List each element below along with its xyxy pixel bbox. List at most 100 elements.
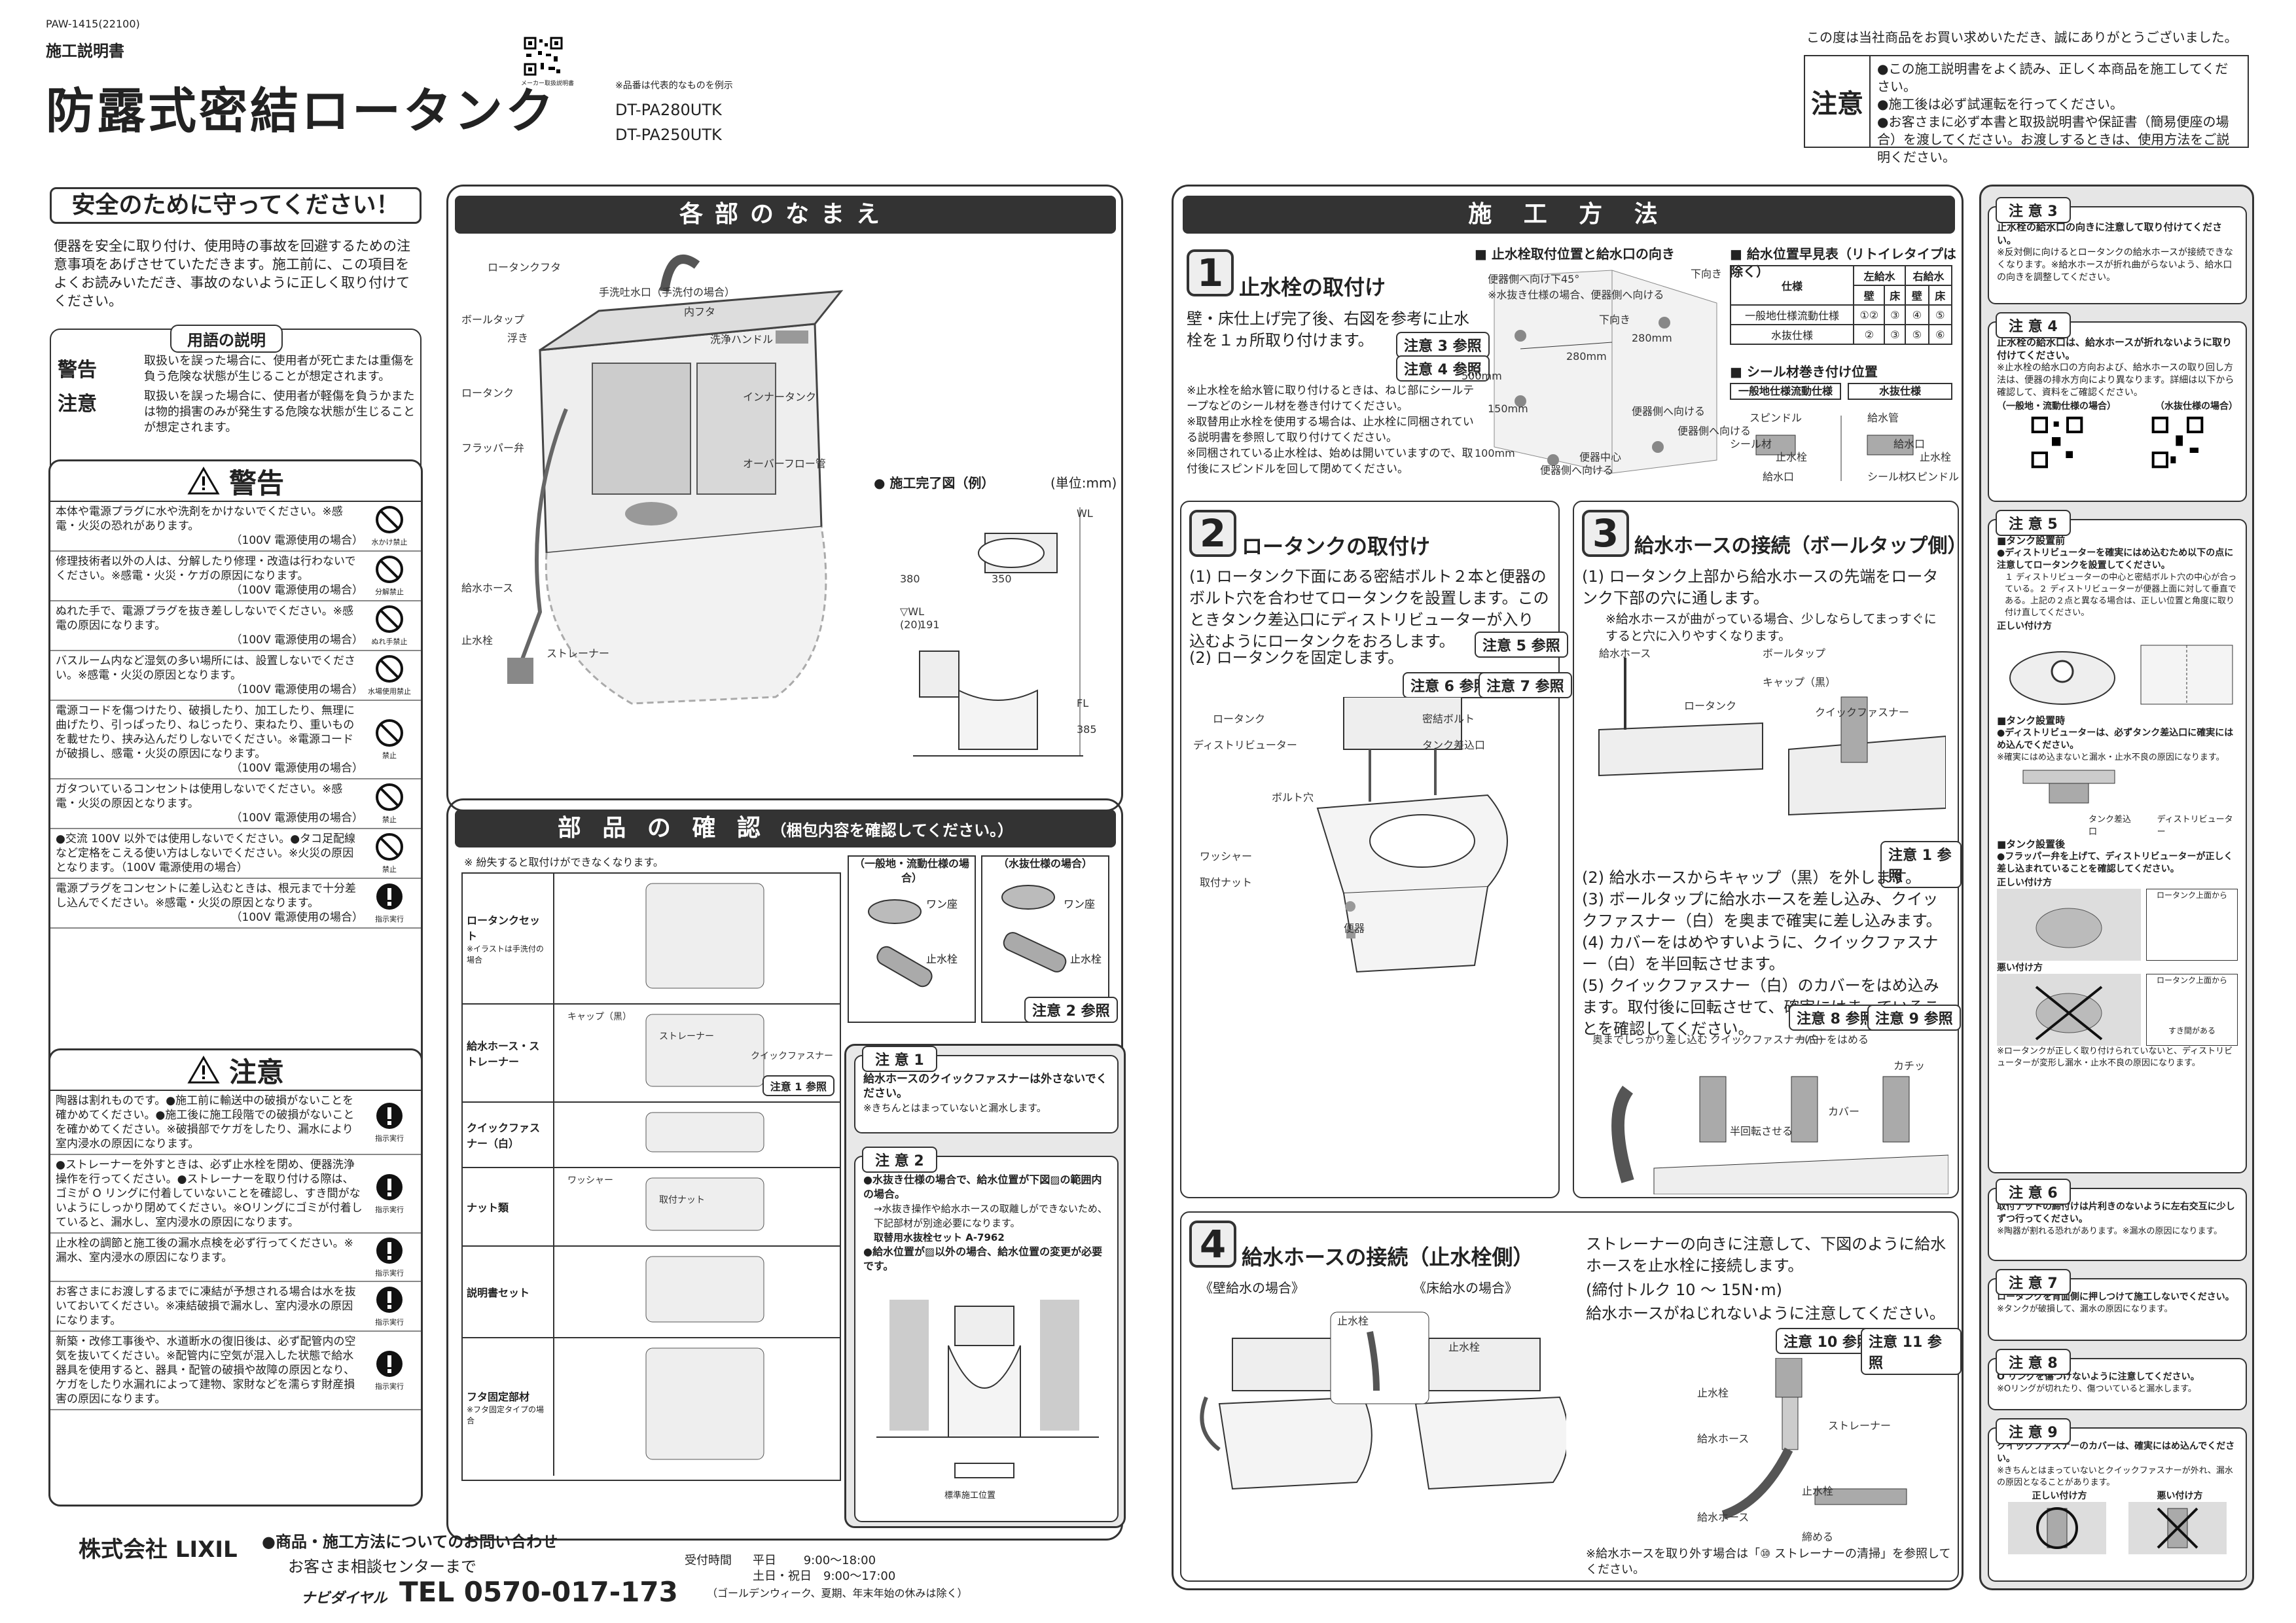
note-6-text: ※陶器が割れる恐れがあります。※漏水の原因になります。 (1997, 1226, 2223, 1236)
ref-note-5[interactable]: 注意 5 参照 (1475, 632, 1568, 658)
note-7-title: 注 意 7 (1996, 1269, 2071, 1295)
correct-install-photo (1997, 889, 2141, 961)
note-2-box: 注 意 2 ●水抜き仕様の場合で、給水位置が下図▨の範囲内の場合。 →水抜き操作… (854, 1147, 1119, 1522)
diagram-label: 手洗吐水口（手洗付の場合） (599, 286, 736, 298)
diagram-label: 下向き (1599, 313, 1631, 326)
qr-caption: メーカー取扱説明書 (521, 80, 575, 87)
diagram-label: 便器中心 (1579, 451, 1622, 463)
safety-title: 安全のために守ってください！ (50, 187, 422, 224)
navi-dial-label: ナビダイヤル (301, 1590, 387, 1607)
safety-intro: 便器を安全に取り付け、使用時の事故を回避するための注意事項をあげさせていただきま… (54, 238, 410, 309)
quick-fastener-illustration (1611, 1076, 1948, 1194)
caution-text: 新築・改修工事後や、水道断水の復旧後は、必ず配管内の空気を抜いてください。※配管… (56, 1335, 356, 1406)
note-3-bold: 止水栓の給水口の向きに注意して取り付けてください。 (1997, 221, 2223, 246)
parts-label: ワッシャー (567, 1175, 613, 1186)
diagram-label: 500mm (1462, 370, 1502, 382)
distributor-insert-drawing (2022, 770, 2115, 804)
step-4-floor: 《床給水の場合》 (1413, 1280, 1518, 1296)
note-3-box: 注 意 3 止水栓の給水口の向きに注意して取り付けてください。 ※反対側に向ける… (1988, 197, 2247, 304)
ref-note-8[interactable]: 注意 8 参照 (1789, 1005, 1882, 1031)
warning-note: （100V 電源使用の場合） (230, 584, 363, 597)
contact-heading: ●商品・施工方法についてのお問い合わせ (262, 1533, 558, 1551)
step-3-number: 3 (1582, 510, 1629, 557)
step-4-text-2: 給水ホースがねじれないように注意してください。 (1586, 1304, 1945, 1323)
ref-note-1[interactable]: 注意 1 参照 (1880, 841, 1962, 888)
note-1-text: ※きちんとはまっていないと漏水します。 (863, 1102, 1047, 1114)
header-caution-item: ●施工後は必ず試運転を行ってください。 (1877, 96, 2123, 112)
right-notes-panel: 注 意 3 止水栓の給水口の向きに注意して取り付けてください。 ※反対側に向ける… (1979, 185, 2254, 1590)
note-5-text-2: ※確実にはめ込まないと漏水・止水不良の原因になります。 (1997, 753, 2225, 762)
warning-definition: 取扱いを誤った場合に、使用者が死亡または重傷を負う危険な状態が生じることが想定さ… (144, 354, 415, 383)
instruction-icon (375, 882, 404, 914)
ref-note-4[interactable]: 注意 4 参照 (1396, 355, 1490, 382)
warning-text: ぬれた手で、電源プラグを抜き差ししないでください。※感電の原因になります。 (56, 605, 354, 632)
ref-note-3[interactable]: 注意 3 参照 (1396, 332, 1490, 358)
icon-label: 指示実行 (375, 1382, 404, 1391)
valve-position-title: ■ 止水栓取付位置と給水口の向き (1475, 246, 1675, 262)
icon-label: 指示実行 (375, 1134, 404, 1143)
note-1-box: 注 意 1 給水ホースのクイックファスナーは外さないでください。 ※きちんとはま… (854, 1046, 1119, 1133)
distributor-top-view-drawing (2009, 645, 2233, 705)
caution-item: お客さまにお渡しするまでに凍結が予想される場合は水を抜いておいてください。※凍結… (50, 1282, 421, 1332)
parts-illustration (639, 880, 770, 1001)
thanks-message: この度は当社商品をお買い求めいただき、誠にありがとうございました。 (1806, 29, 2238, 45)
note-5-bold-2: ●ディストリビューターは、必ずタンク差込口に確実にはめ込んでください。 (1997, 728, 2234, 751)
table-cell: ② (1853, 324, 1886, 345)
diagram-label: ▽WL (900, 605, 925, 618)
diagram-label: 191 (920, 618, 940, 631)
ref-note-9[interactable]: 注意 9 参照 (1867, 1005, 1961, 1031)
table-cell: ①② (1853, 304, 1886, 325)
diagram-label: 給水ホース (1697, 1511, 1749, 1524)
cold-wanza-label: ワン座 (1064, 898, 1096, 910)
diagram-label: 半回転させる (1730, 1125, 1793, 1137)
diagram-label: 給水ホース (461, 582, 514, 594)
diagram-label: 150mm (1488, 402, 1528, 415)
product-note: ※品番は代表的なものを例示 (615, 80, 733, 91)
qr-cold-icon[interactable] (2151, 416, 2204, 469)
ref-note-2[interactable]: 注意 2 参照 (1024, 997, 1118, 1023)
note-6-title: 注 意 6 (1996, 1179, 2071, 1205)
contact-phone[interactable]: TEL 0570-017-173 (399, 1576, 678, 1608)
note-7-box: 注 意 7 ロータンクを背面側に押しつけて施工しないでください。 ※タンクが破損… (1988, 1269, 2247, 1341)
stop-valve-connection-illustration (1200, 1311, 1566, 1490)
qr-code-icon[interactable] (524, 37, 563, 76)
note-5-bold-3: ●フラッパー弁を上げて、ディストリビューターが正しく差し込まれていることを確認し… (1997, 851, 2233, 874)
document-type: 施工説明書 (46, 42, 124, 60)
general-stop-valve-illustration (868, 899, 933, 988)
table-cell: ⑤ (1928, 304, 1953, 325)
caution-term: 注意 (58, 393, 97, 416)
standard-position-label: 標準施工位置 (944, 1491, 996, 1501)
diagram-label: インナータンク (743, 391, 817, 403)
prohibition-icon (375, 505, 404, 537)
step-4-number: 4 (1189, 1221, 1236, 1268)
note-4-bold: 止水栓の給水口は、給水ホースが折れないように取り付けてください。 (1997, 336, 2232, 361)
ref-note[interactable]: 注意 1 参照 (762, 1075, 834, 1096)
model-number-1: DT-PA280UTK (615, 101, 722, 119)
hours-label: 受付時間 (685, 1554, 732, 1567)
parts-label: クイックファスナー (751, 1051, 833, 1061)
diagram-label: 締める (1802, 1531, 1834, 1543)
strainer-illustration (1721, 1358, 1907, 1520)
note-4-box: 注 意 4 止水栓の給水口は、給水ホースが折れないように取り付けてください。 ※… (1988, 312, 2247, 502)
diagram-label: ※水抜き仕様の場合、便器側へ向ける (1488, 289, 1664, 301)
note-9-title: 注 意 9 (1996, 1418, 2071, 1444)
warning-item: ガタついているコンセントは使用しないでください。※感電・火災の原因となります。（… (50, 779, 421, 829)
warning-item: 本体や電源プラグに水や洗剤をかけないでください。※感電・火災の恐れがあります。（… (50, 502, 421, 552)
diagram-label: ディストリビューター (1193, 739, 1297, 751)
diagram-label: オーバーフロー管 (743, 457, 826, 470)
caution-definition: 取扱いを誤った場合に、使用者が軽傷を負うかまたは物的損害のみが発生する危険な状態… (144, 389, 415, 435)
notes-1-2-panel: 注 意 1 給水ホースのクイックファスナーは外さないでください。 ※きちんとはま… (844, 1044, 1126, 1528)
model-number-2: DT-PA250UTK (615, 126, 722, 144)
step-1-text: 壁・床仕上げ完了後、右図を参考に止水栓を１ヵ所取り付けます。 (1187, 310, 1469, 349)
method-section: 施 工 方 法 1 止水栓の取付け 壁・床仕上げ完了後、右図を参考に止水栓を１ヵ… (1172, 185, 1967, 1590)
parts-names-title: 各部のなまえ (455, 196, 1116, 234)
ref-note-7[interactable]: 注意 7 参照 (1479, 672, 1572, 698)
qr-general-icon[interactable] (2031, 416, 2083, 469)
parts-check-note: ※ 紛失すると取付けができなくなります。 (464, 856, 664, 868)
diagram-label: ボールタップ (1763, 647, 1826, 660)
caution-text: お客さまにお渡しするまでに凍結が予想される場合は水を抜いておいてください。※凍結… (56, 1285, 356, 1327)
step-2-number: 2 (1189, 510, 1236, 557)
cold-variant-box: （水抜仕様の場合） (981, 855, 1109, 1023)
ref-note-11[interactable]: 注意 11 参照 (1861, 1328, 1962, 1375)
